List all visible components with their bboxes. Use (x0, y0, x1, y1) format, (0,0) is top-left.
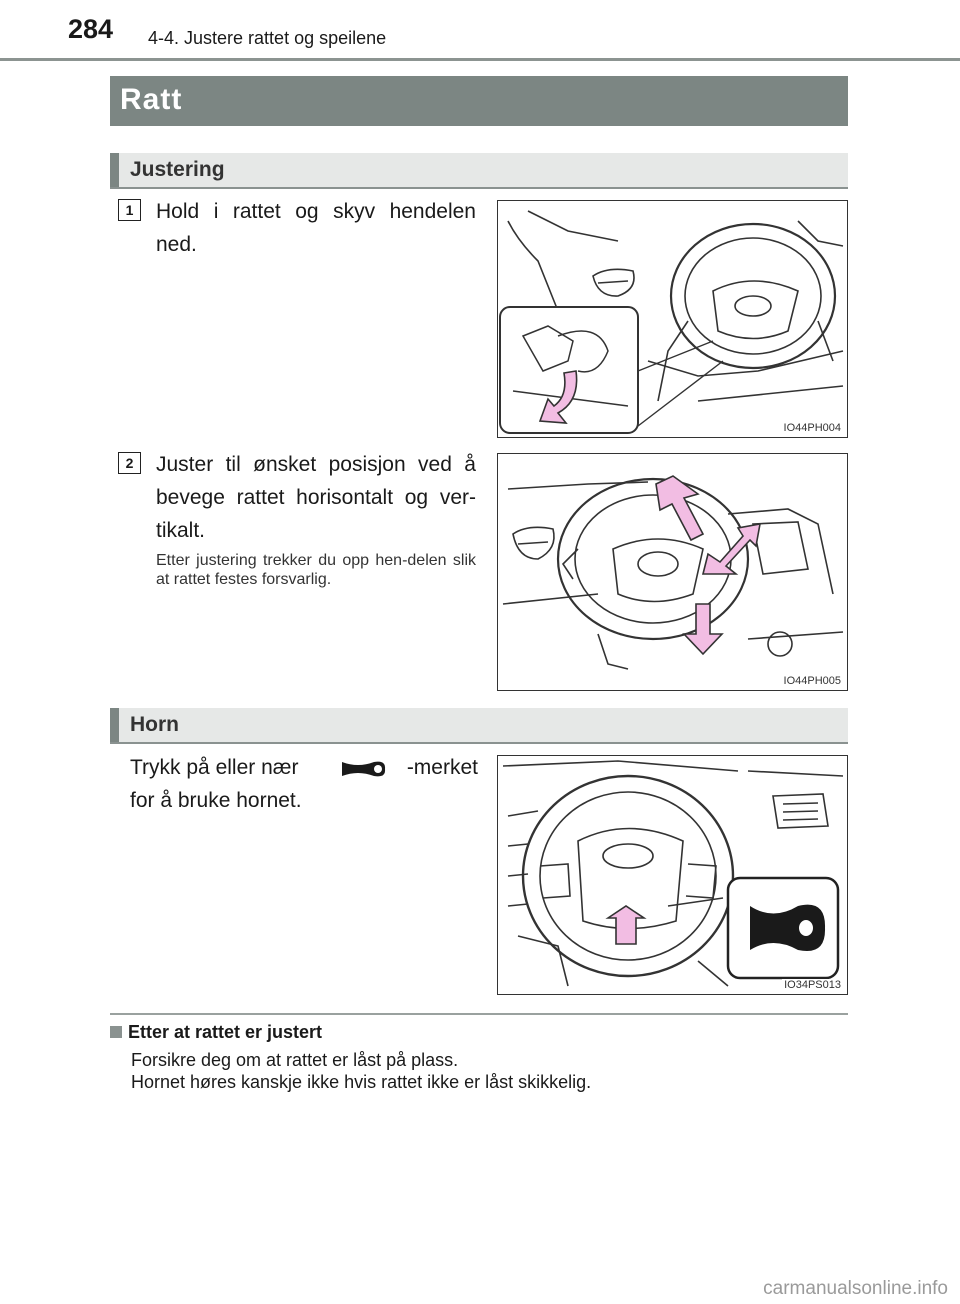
subsection-horn-heading: Horn (110, 708, 848, 744)
subsection-adjust-heading: Justering (110, 153, 848, 189)
horn-text-after: -merket (406, 756, 478, 779)
section-title-band: Ratt (110, 76, 848, 126)
steering-wheel-illustration (502, 760, 844, 987)
figure-code-3: IO34PS013 (782, 979, 843, 991)
step-1-badge: 1 (118, 199, 141, 221)
steering-wheel-illustration (499, 210, 844, 434)
watermark: carmanualsonline.info (763, 1278, 948, 1299)
lever-inset (499, 306, 639, 434)
heading-accent-bar (110, 708, 119, 742)
pink-down-arrow (538, 370, 578, 424)
tip-title-text: Etter at rattet er justert (128, 1022, 323, 1042)
pink-diagonal-arrow (701, 523, 761, 575)
header-divider (0, 58, 960, 61)
tip-bullet-square (110, 1026, 122, 1038)
horn-text-before: Trykk på eller nær (130, 756, 299, 779)
pink-up-arrow (655, 475, 705, 542)
figure-horn: IO34PS013 (497, 755, 848, 995)
heading-accent-bar (110, 153, 119, 187)
step-1-text: Hold i rattet og skyv hendelen ned. (156, 200, 476, 256)
steering-wheel-illustration (502, 475, 844, 670)
pink-up-arrow (605, 905, 647, 945)
tip-divider (110, 1013, 848, 1015)
tip-line-2: Hornet høres kanskje ikke hvis rattet ik… (131, 1072, 592, 1092)
tip-line-1: Forsikre deg om at rattet er låst på pla… (131, 1050, 459, 1070)
tip-heading: Etter at rattet er justert (110, 1022, 322, 1043)
figure-code-2: IO44PH005 (781, 675, 843, 687)
horn-text-line2: for å bruke hornet. (130, 789, 302, 812)
figure-steering-adjust: IO44PH005 (497, 453, 848, 691)
step-2-note: Etter justering trekker du opp hen-delen… (156, 552, 476, 588)
section-title: Ratt (120, 83, 183, 116)
step-2-text: Juster til ønsket posisjon ved å bevege … (156, 453, 476, 542)
figure-steering-lever: IO44PH004 (497, 200, 848, 438)
pink-down-arrow (682, 603, 724, 656)
step-2-badge: 2 (118, 452, 141, 474)
subsection-adjust-title: Justering (130, 158, 225, 181)
chapter-title: 4-4. Justere rattet og speilene (148, 28, 387, 48)
horn-icon (338, 756, 388, 782)
page-number: 284 (68, 14, 114, 44)
subsection-horn-title: Horn (130, 713, 179, 736)
figure-code-1: IO44PH004 (781, 422, 843, 434)
